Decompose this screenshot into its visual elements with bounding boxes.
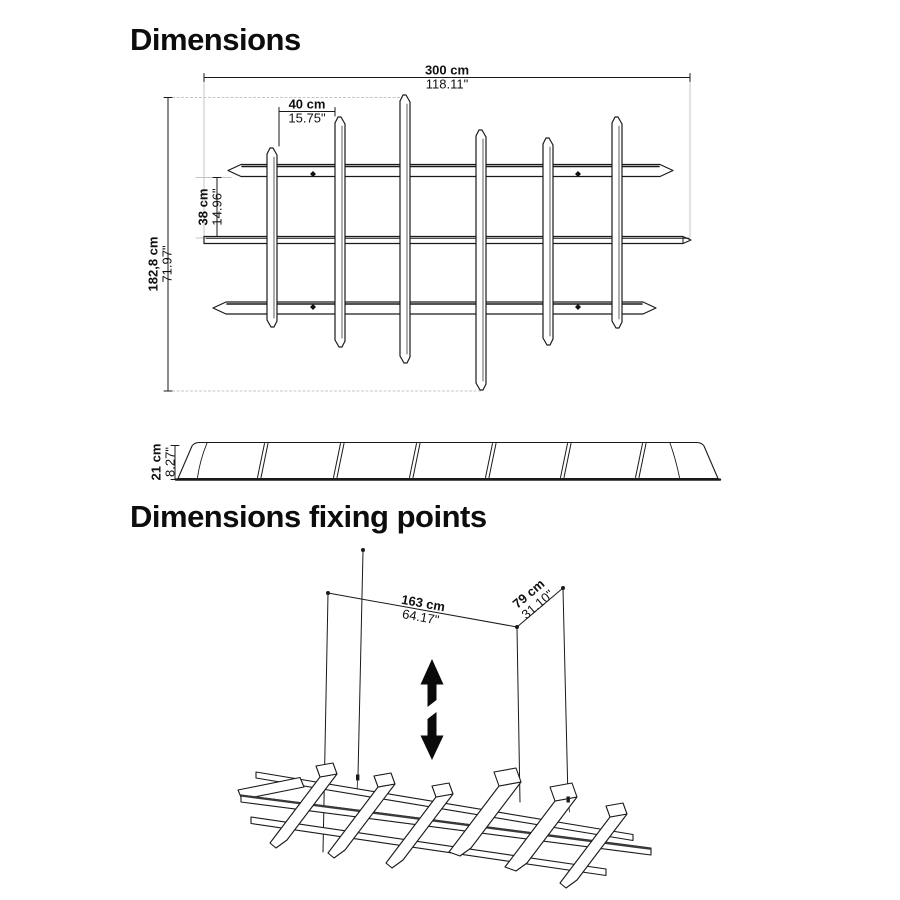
- dim-bay-height-metric: 38 cm: [195, 188, 211, 226]
- fixing-point-marks: [310, 171, 581, 310]
- dim-bay-width-imperial: 15.75": [288, 110, 326, 125]
- dim-bay-height-imperial: 14.96": [209, 188, 224, 226]
- dim-overall-height: 182,8 cm 71.97": [145, 236, 175, 292]
- dim-overall-height-metric: 182,8 cm: [145, 236, 161, 292]
- section-title-dimensions: Dimensions: [130, 22, 301, 57]
- dim-overall-height-imperial: 71.97": [159, 245, 174, 283]
- dim-bay-height: 38 cm 14.96": [195, 188, 225, 226]
- shelf-top-edges: [205, 165, 690, 305]
- dim-overall-width-metric: 300 cm: [424, 62, 470, 78]
- dim-overall-width-imperial: 118.11": [425, 76, 469, 91]
- divider-fins-3d: [269, 762, 628, 889]
- fixing-dimension-lines: [327, 587, 564, 628]
- extension-lines: [167, 77, 691, 392]
- section-title-fixing-points: Dimensions fixing points: [130, 499, 487, 534]
- side-view-fold-lines: [197, 442, 680, 478]
- up-down-arrow: [420, 659, 444, 760]
- dim-depth-imperial: 8.27": [162, 447, 177, 477]
- dim-depth: 21 cm 8.27": [148, 443, 178, 481]
- divider-edge-lines: [273, 103, 620, 382]
- front-view-drawing: [163, 73, 692, 392]
- dim-bay-width-metric: 40 cm: [288, 96, 326, 112]
- dim-overall-width: 300 cm 118.11": [424, 62, 470, 91]
- vertical-dividers: [266, 94, 623, 391]
- side-view-drawing: [170, 441, 722, 481]
- depth-dimension-line: [170, 445, 180, 480]
- side-view-divider-lines: [257, 443, 647, 478]
- dim-depth-metric: 21 cm: [148, 443, 164, 481]
- dimension-lines: [163, 73, 691, 392]
- dim-bay-width: 40 cm 15.75": [288, 96, 326, 125]
- fixing-points-drawing: [237, 548, 652, 889]
